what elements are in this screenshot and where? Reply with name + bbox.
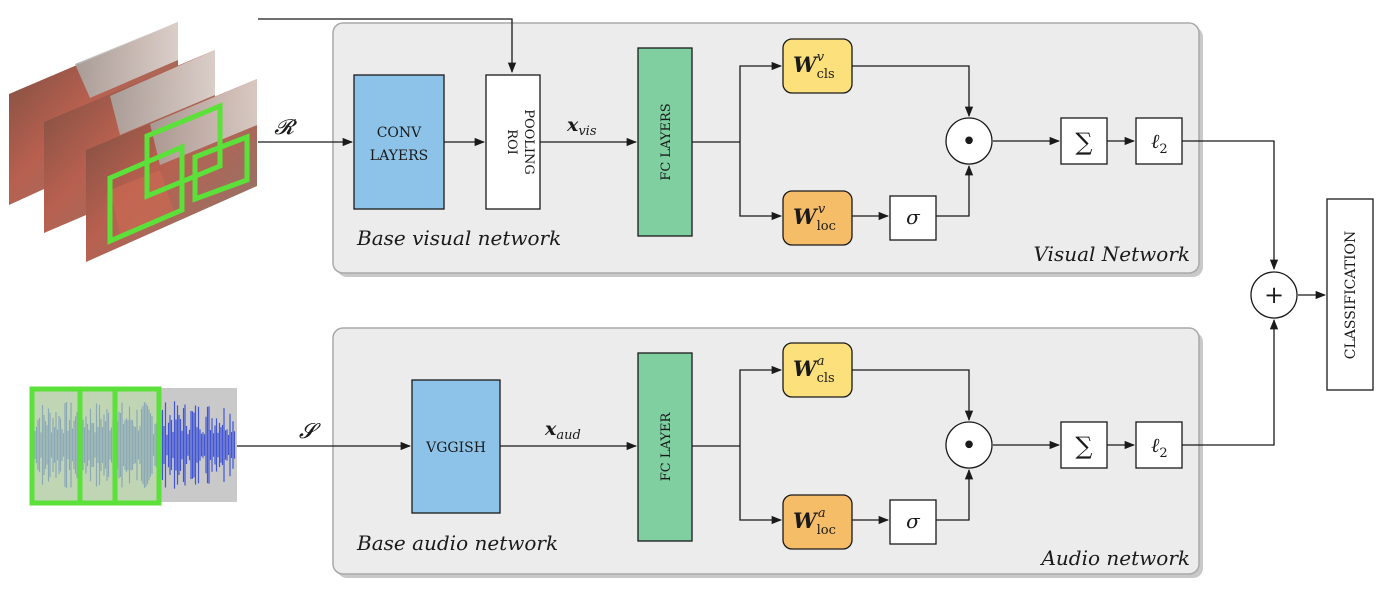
roi-pooling-block: ROI POOLING — [485, 74, 541, 210]
visual-sum-block: ∑ — [1060, 117, 1108, 165]
audio-connections — [237, 290, 1327, 525]
audio-elementwise-product: • — [945, 421, 993, 469]
audio-product-symbol: • — [961, 431, 976, 461]
visual-elementwise-product: • — [945, 117, 993, 165]
visual-l2-label: ℓ2 — [1151, 129, 1168, 157]
visual-sum-symbol: ∑ — [1075, 128, 1092, 156]
audio-sigmoid-block: σ — [889, 499, 937, 545]
visual-sigmoid-label: σ — [906, 205, 921, 229]
visual-loc-weight-label: Wlocv — [793, 202, 836, 234]
visual-connections — [258, 18, 1279, 271]
video-frames-input — [9, 22, 257, 262]
visual-fc-layers-block: FC LAYERS — [637, 47, 693, 237]
visual-product-symbol: • — [961, 127, 976, 157]
segment-input-symbol: 𝓢 — [299, 419, 321, 443]
visual-cls-weight-block: Wclsv — [782, 38, 853, 94]
visual-fc-layers-label: FC LAYERS — [659, 103, 674, 180]
conv-layers-block: CONV LAYERS — [353, 74, 445, 210]
audio-feature-label: xaud — [544, 418, 581, 443]
vggish-block: VGGISH — [411, 379, 501, 514]
visual-l2-norm-block: ℓ2 — [1135, 117, 1183, 165]
audio-segment-boxes — [29, 386, 162, 506]
audio-sigmoid-label: σ — [906, 509, 921, 533]
audio-sum-symbol: ∑ — [1075, 432, 1092, 460]
fusion-plus-symbol: + — [1264, 281, 1284, 309]
visual-feature-label: xvis — [566, 114, 597, 139]
audio-fc-layer-block: FC LAYER — [637, 352, 693, 542]
roi-pooling-label-line2: POOLING — [521, 109, 536, 175]
audio-cls-weight-label: Wclsa — [793, 354, 835, 386]
audio-sum-block: ∑ — [1060, 421, 1108, 469]
classification-label: CLASSIFICATION — [1343, 231, 1359, 359]
base-audio-network-label: Base audio network — [356, 531, 558, 555]
visual-network-panel: Visual Network Base visual network — [332, 22, 1203, 277]
audio-waveform-input — [29, 386, 237, 506]
visual-cls-weight-label: Wclsv — [793, 50, 835, 82]
audio-network-title: Audio network — [1039, 546, 1190, 570]
audio-fc-layer-label: FC LAYER — [659, 412, 674, 482]
vggish-label: VGGISH — [425, 440, 486, 456]
audio-loc-weight-block: Wloca — [782, 494, 853, 550]
audio-cls-weight-block: Wclsa — [782, 342, 853, 398]
visual-sigmoid-block: σ — [889, 195, 937, 241]
region-proposal-boxes — [107, 102, 250, 245]
base-visual-network-label: Base visual network — [356, 226, 561, 250]
classification-block: CLASSIFICATION — [1326, 198, 1374, 391]
audio-loc-weight-label: Wloca — [793, 506, 836, 538]
conv-layers-label-line1: CONV — [377, 125, 422, 141]
audio-l2-label: ℓ2 — [1151, 433, 1168, 461]
visual-loc-weight-block: Wlocv — [782, 190, 853, 246]
fusion-sum-node: + — [1250, 271, 1298, 319]
visual-network-title: Visual Network — [1033, 242, 1190, 266]
region-input-symbol: 𝓡 — [274, 115, 297, 139]
audio-network-panel: Audio network Base audio network — [332, 327, 1203, 578]
audio-l2-norm-block: ℓ2 — [1135, 421, 1183, 469]
conv-layers-label-line2: LAYERS — [370, 148, 428, 164]
roi-pooling-label-line1: ROI — [504, 129, 519, 155]
